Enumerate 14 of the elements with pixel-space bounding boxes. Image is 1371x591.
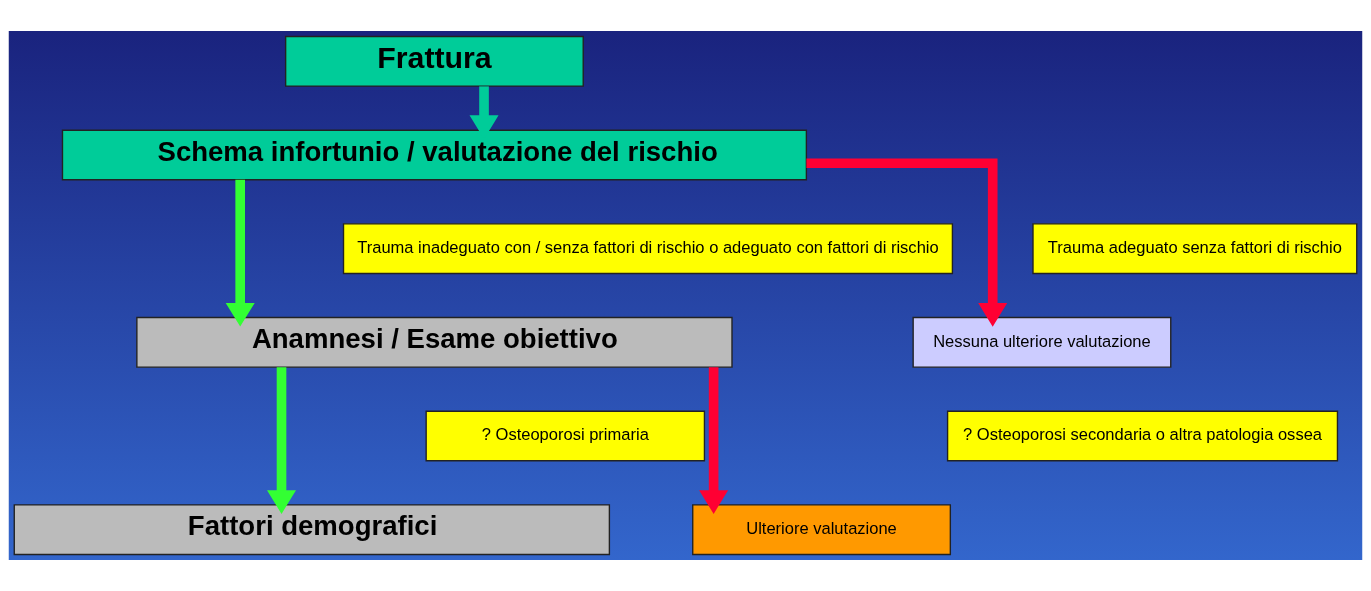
arrow bbox=[806, 158, 1008, 327]
arrow bbox=[225, 179, 255, 327]
node-box: ? Osteoporosi secondaria o altra patologia ossea bbox=[946, 410, 1339, 462]
node-box: ? Osteoporosi primaria bbox=[425, 410, 706, 462]
node-box: Frattura bbox=[284, 35, 584, 87]
node-box: Nessuna ulteriore valutazione bbox=[912, 316, 1172, 368]
arrow bbox=[267, 367, 297, 514]
node-box: Anamnesi / Esame obiettivo bbox=[136, 316, 733, 368]
node-box: Fattori demografici bbox=[13, 504, 611, 556]
node-box: Schema infortunio / valutazione del rischio bbox=[61, 129, 808, 181]
node-box: Ulteriore valutazione bbox=[692, 504, 952, 556]
node-box: Trauma adeguato senza fattori di rischio bbox=[1032, 223, 1358, 275]
arrow bbox=[699, 367, 729, 514]
node-box: Trauma inadeguato con / senza fattori di rischio o adeguato con fattori di rischio bbox=[342, 223, 954, 275]
